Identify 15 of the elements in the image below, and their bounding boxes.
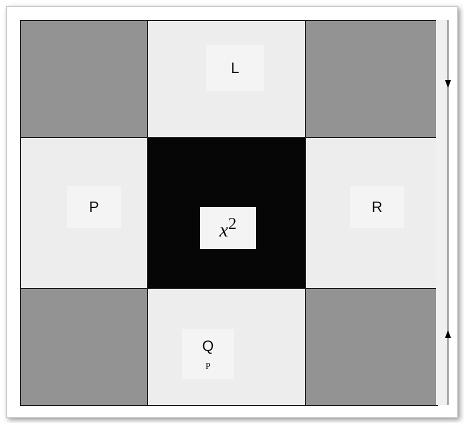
tile-label: Q xyxy=(202,338,214,354)
square-tile xyxy=(20,288,148,406)
grid-tile xyxy=(147,20,306,138)
grid-tile xyxy=(147,288,306,406)
tile-label: R xyxy=(372,198,382,216)
grid-tile xyxy=(147,137,306,289)
square-tile xyxy=(305,20,438,138)
grid-tile xyxy=(305,137,438,289)
tile-label: x$^{2}$ xyxy=(219,214,237,242)
grid-tile xyxy=(20,137,148,289)
small-label: P xyxy=(205,360,210,370)
square-tile xyxy=(20,20,148,138)
tile-label: L xyxy=(230,60,240,76)
tile-label: P xyxy=(88,198,99,216)
square-tile xyxy=(305,288,438,406)
